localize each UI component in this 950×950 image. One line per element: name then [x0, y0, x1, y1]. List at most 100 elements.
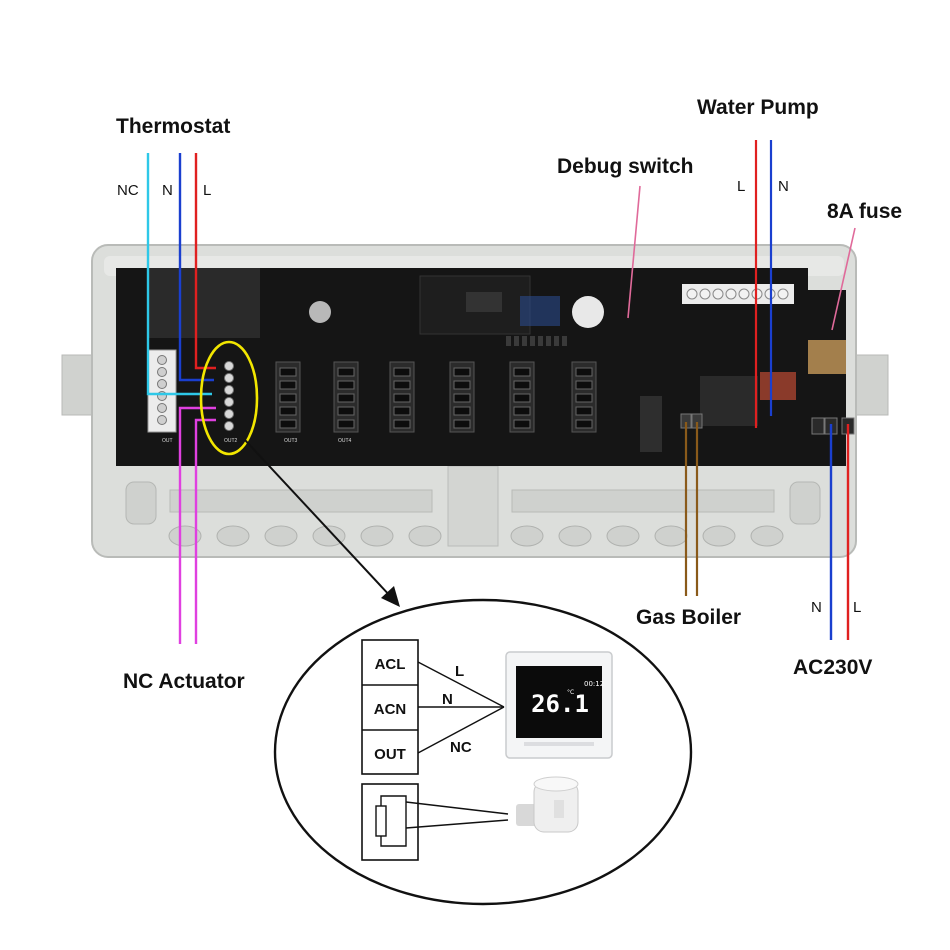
cable-gland — [216, 525, 250, 547]
cable-gland — [654, 525, 688, 547]
ac-terminal — [811, 417, 825, 435]
board-led — [538, 336, 543, 346]
inset-terminal-acn: ACN — [374, 701, 407, 718]
zone-terminal-slot — [513, 367, 531, 377]
cable-gland — [558, 525, 592, 547]
cable-gland — [168, 525, 202, 547]
zone-terminal-slot — [393, 406, 411, 416]
cable-gland — [312, 525, 346, 547]
pump-screw — [686, 288, 698, 300]
zone-terminal-slot — [575, 367, 593, 377]
label-thermostat: Thermostat — [116, 115, 231, 138]
zone-terminal-slot — [513, 406, 531, 416]
zone-terminal-slot — [513, 393, 531, 403]
board-label-out2: OUT2 — [224, 438, 238, 444]
left-terminal-screws — [157, 355, 234, 431]
zone-terminal-slot — [453, 393, 471, 403]
board-label-out: OUT — [162, 438, 173, 444]
cable-gland — [360, 525, 394, 547]
label-nc-actuator: NC Actuator — [123, 670, 245, 693]
board-led — [506, 336, 511, 346]
terminal-screw — [224, 385, 234, 395]
pump-screw — [738, 288, 750, 300]
board-led — [530, 336, 535, 346]
board-blue-headers — [520, 296, 560, 326]
case-bottom-ribs — [125, 465, 821, 547]
pump-terminal-row — [682, 284, 794, 304]
wire-thermostat-nc — [146, 153, 212, 396]
zone-terminal-slot — [453, 419, 471, 429]
zone-terminals — [275, 361, 597, 433]
zone-terminal-slot — [279, 380, 297, 390]
pump-screw — [777, 288, 789, 300]
board-leds — [506, 336, 567, 346]
cable-glands — [168, 525, 784, 547]
terminal-screw — [157, 367, 167, 377]
wire-actuator-2 — [194, 418, 216, 644]
wire-label-n: N — [162, 182, 173, 199]
board-label-out4: OUT4 — [338, 438, 352, 444]
terminal-screw — [224, 373, 234, 383]
zone-terminal-slot — [337, 367, 355, 377]
thermostat-device: 26.1 00:12 °C — [505, 651, 613, 759]
zone-terminal-slot — [575, 406, 593, 416]
zone-terminal-slot — [575, 380, 593, 390]
inset-terminal-acl: ACL — [375, 656, 406, 673]
pump-capacitor — [760, 372, 796, 400]
zone-terminal-slot — [337, 406, 355, 416]
inset-wire-n: N — [442, 691, 453, 708]
ac-label-n: N — [811, 599, 822, 616]
cable-gland — [750, 525, 784, 547]
pump-screw — [699, 288, 711, 300]
board-label-out3: OUT3 — [284, 438, 298, 444]
board-led — [554, 336, 559, 346]
zone-terminal-slot — [393, 367, 411, 377]
thermostat-unit: °C — [567, 689, 574, 696]
pump-screw — [712, 288, 724, 300]
zone-terminal-slot — [453, 367, 471, 377]
label-gas-boiler: Gas Boiler — [636, 606, 742, 629]
zone-terminal-slot — [453, 406, 471, 416]
zone-terminal-slot — [393, 380, 411, 390]
pump-screw — [725, 288, 737, 300]
zone-terminal-slot — [513, 419, 531, 429]
cable-gland — [264, 525, 298, 547]
label-debug-switch: Debug switch — [557, 155, 694, 178]
fuse-pointer — [831, 227, 856, 331]
board-led — [562, 336, 567, 346]
debug-switch-button — [572, 296, 604, 328]
thermostat-temp: 26.1 — [531, 690, 589, 718]
boiler-relay — [640, 396, 662, 452]
cable-gland — [702, 525, 736, 547]
zone-terminal-slot — [393, 419, 411, 429]
inset-wire-nc: NC — [450, 739, 472, 756]
zone-terminal-slot — [279, 367, 297, 377]
wire-thermostat-l — [194, 153, 216, 370]
terminal-screw — [157, 355, 167, 365]
zone-terminal-slot — [575, 419, 593, 429]
actuator-symbol — [375, 805, 387, 837]
wire-actuator-1 — [178, 406, 216, 644]
terminal-screw — [157, 403, 167, 413]
zoom-arrow-head — [381, 586, 400, 607]
terminal-screw — [224, 409, 234, 419]
board-led — [522, 336, 527, 346]
zone-terminal-slot — [337, 393, 355, 403]
zone-terminal-slot — [513, 380, 531, 390]
board-led — [546, 336, 551, 346]
zone-terminal-slot — [279, 419, 297, 429]
boiler-terminals — [680, 413, 703, 429]
zone-terminal-slot — [453, 380, 471, 390]
zone-terminal-slot — [575, 393, 593, 403]
terminal-screw — [157, 379, 167, 389]
pump-terminal-screws — [686, 288, 789, 300]
zoom-arrow — [244, 439, 393, 599]
terminal-screw — [224, 397, 234, 407]
board-led — [514, 336, 519, 346]
ac-terminals — [811, 417, 855, 435]
actuator-device — [516, 776, 579, 833]
cable-gland — [408, 525, 442, 547]
zone-terminal-slot — [337, 380, 355, 390]
pcb-right-extension — [798, 290, 846, 466]
cable-gland — [510, 525, 544, 547]
